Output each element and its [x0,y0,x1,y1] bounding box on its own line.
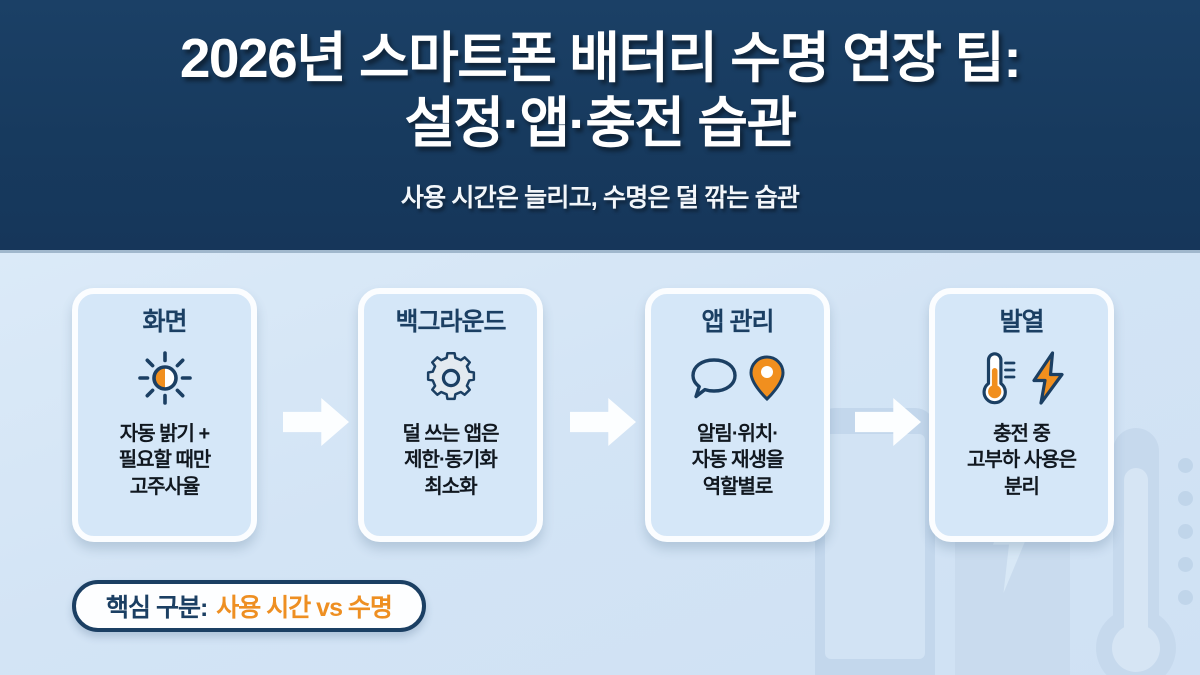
location-pin-icon [747,353,787,408]
thermometer-watermark-inner-stem [1124,468,1148,643]
step-card-background[interactable]: 백그라운드 덜 쓰는 앱은 제한·동기화 최소화 [358,288,543,542]
step-card-icon-group [137,349,193,411]
step-card-text: 충전 중 고부하 사용은 분리 [967,423,1077,498]
thermometer-watermark-inner-bulb [1112,624,1160,672]
speech-bubble-icon [689,354,739,407]
gear-icon [424,351,478,410]
step-cards-row: 화면 [0,288,1200,543]
badge-value: 사용 시간 vs 수명 [216,594,393,622]
step-card-text: 알림·위치· 자동 재생을 역할별로 [691,423,785,498]
smartphone-watermark [815,408,935,675]
badge-label: 핵심 구분: [106,594,208,622]
step-card-title: 앱 관리 [701,308,775,336]
page-title-line-2: 설정·앱·충전 습관 [404,91,797,154]
sun-brightness-icon [137,350,193,411]
page-title-line-1: 2026년 스마트폰 배터리 수명 연장 팁: [179,27,1022,89]
header-band: 2026년 스마트폰 배터리 수명 연장 팁: 설정·앱·충전 습관 사용 시간… [0,0,1200,253]
content-stage: 화면 [0,253,1200,675]
step-card-heat[interactable]: 발열 [929,288,1114,542]
step-card-app-management[interactable]: 앱 관리 알림·위치· 자동 재생을 역할별로 [645,288,830,542]
step-card-title: 백그라운드 [395,308,506,336]
smartphone-watermark-screen [825,434,925,659]
step-card-screen[interactable]: 화면 [72,288,257,542]
thermometer-watermark-tick [1178,491,1193,506]
key-takeaway-badge[interactable]: 핵심 구분: 사용 시간 vs 수명 [72,580,426,632]
thermometer-watermark-tick [1178,458,1193,473]
step-card-title: 화면 [142,308,187,336]
step-card-text: 덜 쓰는 앱은 제한·동기화 최소화 [402,423,499,498]
step-card-title: 발열 [999,308,1044,336]
step-card-icon-group [976,349,1068,411]
step-card-icon-group [424,349,478,411]
thermometer-icon [976,350,1020,411]
lightning-bolt-icon [1028,350,1068,411]
page-subtitle: 사용 시간은 늘리고, 수명은 덜 깎는 습관 [400,183,800,212]
thermometer-watermark-tick [1178,590,1193,605]
header-content: 2026년 스마트폰 배터리 수명 연장 팁: 설정·앱·충전 습관 사용 시간… [0,0,1200,214]
step-card-icon-group [689,349,787,411]
thermometer-watermark-tick [1178,557,1193,572]
thermometer-watermark-tick [1178,524,1193,539]
step-card-text: 자동 밝기 + 필요할 때만 고주사율 [118,423,212,498]
